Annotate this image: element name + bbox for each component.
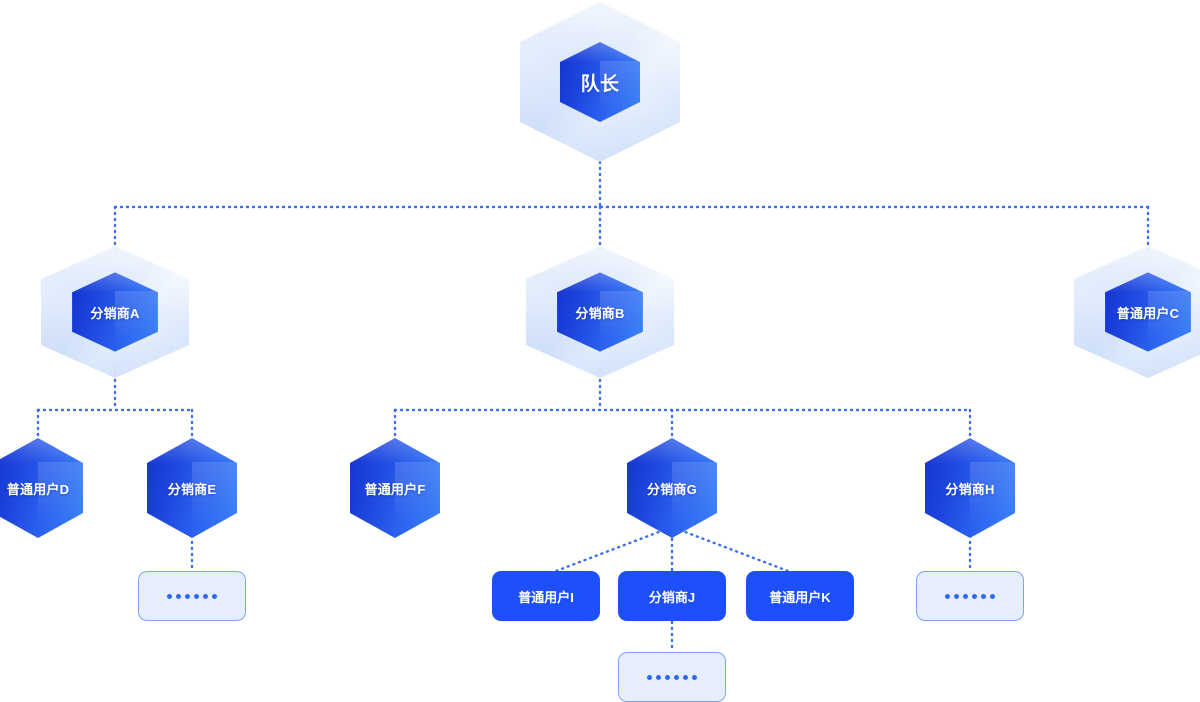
node-label: 队长 xyxy=(580,73,620,95)
node-label: 普通用户K xyxy=(769,589,831,605)
node-ellipsis-under-h[interactable] xyxy=(916,571,1024,621)
node-label: 分销商H xyxy=(945,481,995,497)
node-ellipsis-under-e[interactable] xyxy=(138,571,246,621)
node-distributor-e[interactable]: 分销商E xyxy=(147,438,237,538)
node-distributor-g[interactable]: 分销商G xyxy=(627,438,717,538)
ellipsis-dots xyxy=(647,674,697,680)
node-label: 普通用户C xyxy=(1116,305,1180,321)
node-ellipsis-under-j[interactable] xyxy=(618,652,726,702)
node-distributor-a[interactable]: 分销商A xyxy=(41,246,189,378)
node-label: 分销商J xyxy=(648,589,696,605)
node-label: 普通用户D xyxy=(6,481,70,497)
node-normal-user-d[interactable]: 普通用户D xyxy=(0,438,83,538)
node-distributor-h[interactable]: 分销商H xyxy=(925,438,1015,538)
node-normal-user-k[interactable]: 普通用户K xyxy=(746,571,854,621)
node-label: 分销商G xyxy=(647,481,697,497)
node-captain[interactable]: 队长 xyxy=(520,2,680,162)
node-distributor-b[interactable]: 分销商B xyxy=(526,246,674,378)
node-label: 分销商A xyxy=(90,305,140,321)
ellipsis-dots xyxy=(945,593,995,599)
node-normal-user-f[interactable]: 普通用户F xyxy=(350,438,440,538)
node-normal-user-i[interactable]: 普通用户I xyxy=(492,571,600,621)
node-normal-user-c[interactable]: 普通用户C xyxy=(1074,246,1200,378)
node-label: 普通用户I xyxy=(518,589,574,605)
node-label: 分销商B xyxy=(575,305,625,321)
node-label: 分销商E xyxy=(167,481,217,497)
ellipsis-dots xyxy=(167,593,217,599)
node-distributor-j[interactable]: 分销商J xyxy=(618,571,726,621)
node-label: 普通用户F xyxy=(364,481,426,497)
